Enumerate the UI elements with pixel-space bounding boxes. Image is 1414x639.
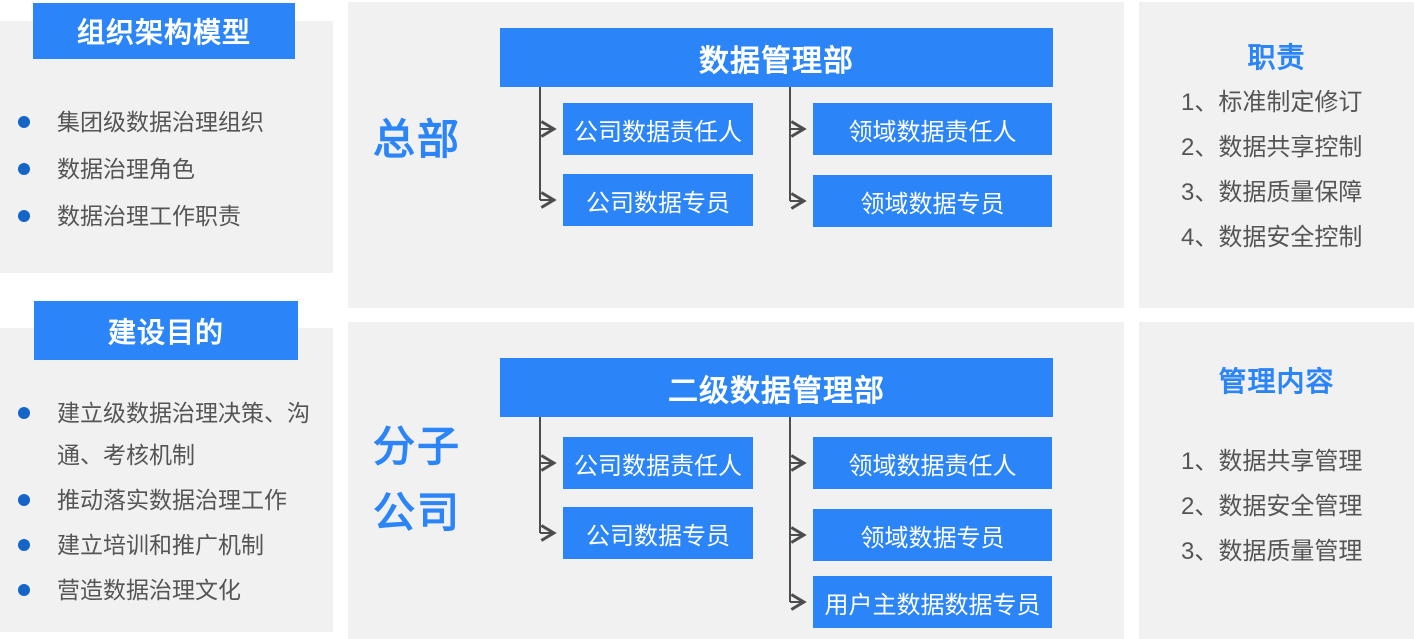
list-item-label: 推动落实数据治理工作: [57, 487, 287, 513]
list-item: 4、数据安全控制: [1181, 224, 1363, 251]
bullet-icon: [18, 116, 30, 128]
list-item: 2、数据安全管理: [1181, 493, 1363, 520]
list-item: 数据治理角色: [18, 148, 318, 190]
list-item: 集团级数据治理组织: [18, 101, 318, 143]
headquarters-panel: 总部 数据管理部 公司数据责任人 公司数据专员 领域数据责任人 领域数据专员: [348, 2, 1124, 308]
role-box-company-data-owner: 公司数据责任人: [563, 437, 753, 489]
responsibilities-list: 1、标准制定修订 2、数据共享控制 3、数据质量保障 4、数据安全控制: [1181, 82, 1362, 262]
list-item-label: 数据治理角色: [57, 156, 195, 182]
subsidiary-label-line1: 分子: [373, 423, 462, 470]
list-item: 营造数据治理文化: [18, 569, 318, 611]
headquarters-label: 总部: [373, 116, 462, 163]
list-item: 建立级数据治理决策、沟通、考核机制: [18, 392, 318, 476]
role-box-domain-data-owner: 领域数据责任人: [813, 437, 1052, 489]
list-item: 推动落实数据治理工作: [18, 479, 318, 521]
list-item: 3、数据质量管理: [1181, 538, 1363, 565]
list-item: 3、数据质量保障: [1181, 179, 1363, 206]
subsidiary-panel: 分子 公司 二级数据管理部 公司数据责任人 公司数据专员 领域数据责任人 领域数…: [348, 322, 1124, 639]
responsibilities-title: 职责: [1247, 42, 1306, 73]
connector-arrows: [539, 417, 807, 611]
bullet-icon: [18, 210, 30, 222]
list-item: 建立培训和推广机制: [18, 524, 318, 566]
role-box-company-data-specialist: 公司数据专员: [563, 174, 753, 226]
management-content-title: 管理内容: [1218, 366, 1335, 397]
role-box-domain-data-specialist: 领域数据专员: [813, 509, 1052, 561]
bullet-icon: [18, 163, 30, 175]
management-content-panel: 管理内容 1、数据共享管理 2、数据安全管理 3、数据质量管理: [1139, 322, 1414, 639]
role-box-domain-data-specialist: 领域数据专员: [813, 175, 1052, 227]
construction-purpose-panel: 建立级数据治理决策、沟通、考核机制 推动落实数据治理工作 建立培训和推广机制 营…: [0, 328, 333, 632]
list-item-label: 建立级数据治理决策、沟通、考核机制: [57, 400, 310, 468]
role-box-domain-data-owner: 领域数据责任人: [813, 103, 1052, 155]
organization-model-list: 集团级数据治理组织 数据治理角色 数据治理工作职责: [18, 101, 318, 242]
dept-box-subsidiary: 二级数据管理部: [500, 358, 1053, 417]
bullet-icon: [18, 539, 30, 551]
bullet-icon: [18, 494, 30, 506]
dept-box-headquarters: 数据管理部: [500, 28, 1053, 87]
responsibilities-panel: 职责 1、标准制定修订 2、数据共享控制 3、数据质量保障 4、数据安全控制: [1139, 2, 1414, 308]
list-item-label: 营造数据治理文化: [57, 577, 241, 603]
list-item-label: 建立培训和推广机制: [57, 532, 264, 558]
subsidiary-label: 分子 公司: [373, 414, 461, 546]
construction-purpose-list: 建立级数据治理决策、沟通、考核机制 推动落实数据治理工作 建立培训和推广机制 营…: [18, 392, 318, 614]
role-box-company-data-specialist: 公司数据专员: [563, 507, 753, 559]
connector-arrows: [539, 87, 807, 210]
subsidiary-label-line2: 公司: [373, 489, 462, 536]
management-content-list: 1、数据共享管理 2、数据安全管理 3、数据质量管理: [1181, 441, 1362, 576]
bullet-icon: [18, 584, 30, 596]
role-box-company-data-owner: 公司数据责任人: [563, 103, 753, 155]
section-header-organization-model: 组织架构模型: [33, 3, 295, 59]
list-item: 2、数据共享控制: [1181, 134, 1363, 161]
list-item: 1、标准制定修订: [1181, 89, 1363, 116]
role-box-user-master-data-specialist: 用户主数据数据专员: [813, 576, 1052, 628]
list-item: 1、数据共享管理: [1181, 448, 1363, 475]
list-item-label: 数据治理工作职责: [57, 203, 241, 229]
list-item: 数据治理工作职责: [18, 195, 318, 237]
organization-model-panel: 集团级数据治理组织 数据治理角色 数据治理工作职责: [0, 21, 333, 273]
list-item-label: 集团级数据治理组织: [57, 109, 264, 135]
bullet-icon: [18, 407, 30, 419]
section-header-construction-purpose: 建设目的: [34, 301, 298, 360]
